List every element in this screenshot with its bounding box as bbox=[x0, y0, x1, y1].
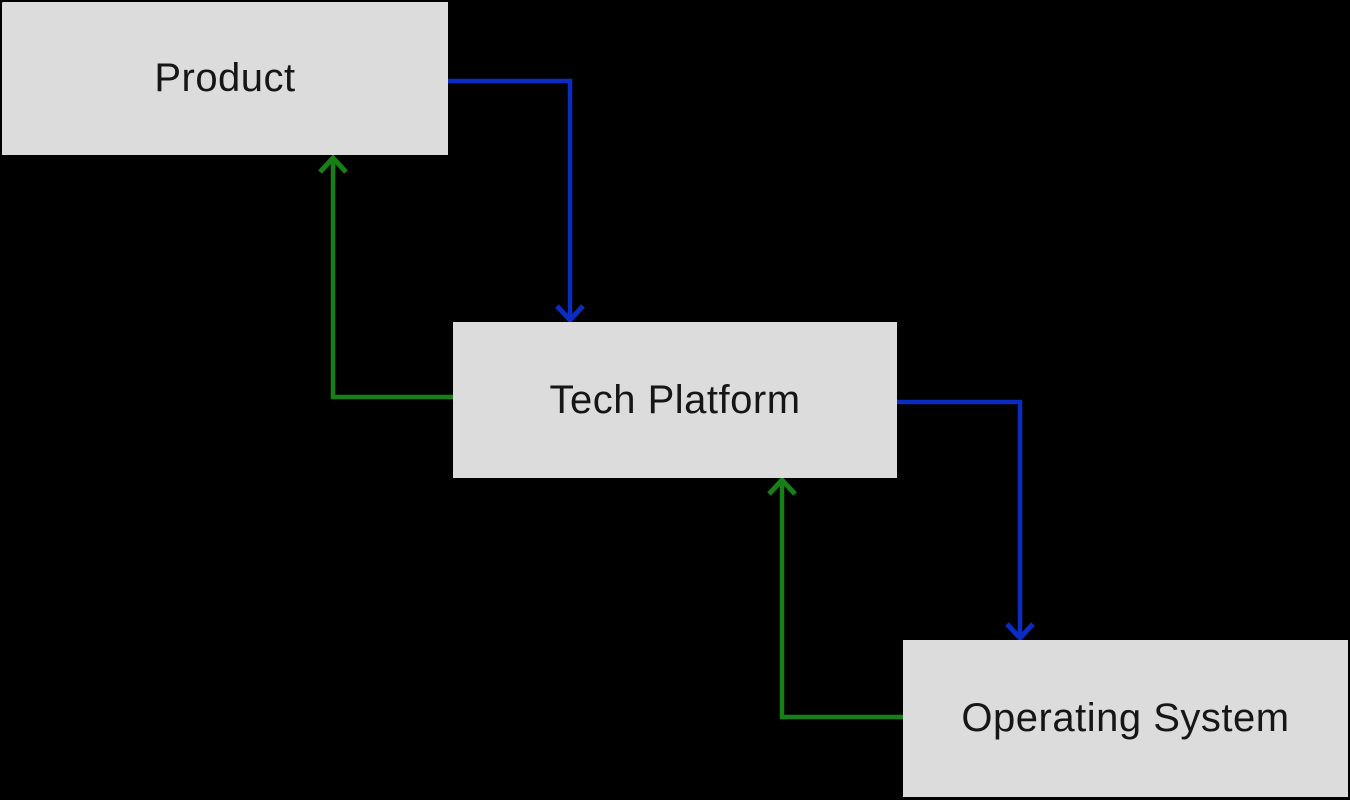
edge-tech-platform-to-operating-system-line bbox=[897, 399, 1023, 636]
node-tech-platform-label: Tech Platform bbox=[549, 377, 801, 422]
edge-product-to-tech-platform-line bbox=[448, 78, 573, 318]
edge-product-to-tech-platform-arrowhead-icon bbox=[555, 304, 585, 324]
node-operating-system[interactable]: Operating System bbox=[903, 640, 1348, 797]
node-product-label: Product bbox=[154, 56, 296, 100]
edge-operating-system-to-tech-platform-line bbox=[779, 482, 903, 720]
edge-tech-platform-to-operating-system-arrowhead-icon bbox=[1005, 622, 1035, 642]
edge-operating-system-to-tech-platform-arrowhead-icon bbox=[767, 476, 797, 496]
edge-tech-platform-to-product-arrowhead-icon bbox=[318, 154, 348, 174]
node-product[interactable]: Product bbox=[2, 2, 448, 155]
edge-tech-platform-to-product-line bbox=[330, 160, 453, 400]
node-tech-platform[interactable]: Tech Platform bbox=[453, 322, 897, 478]
node-operating-system-label: Operating System bbox=[961, 696, 1290, 740]
